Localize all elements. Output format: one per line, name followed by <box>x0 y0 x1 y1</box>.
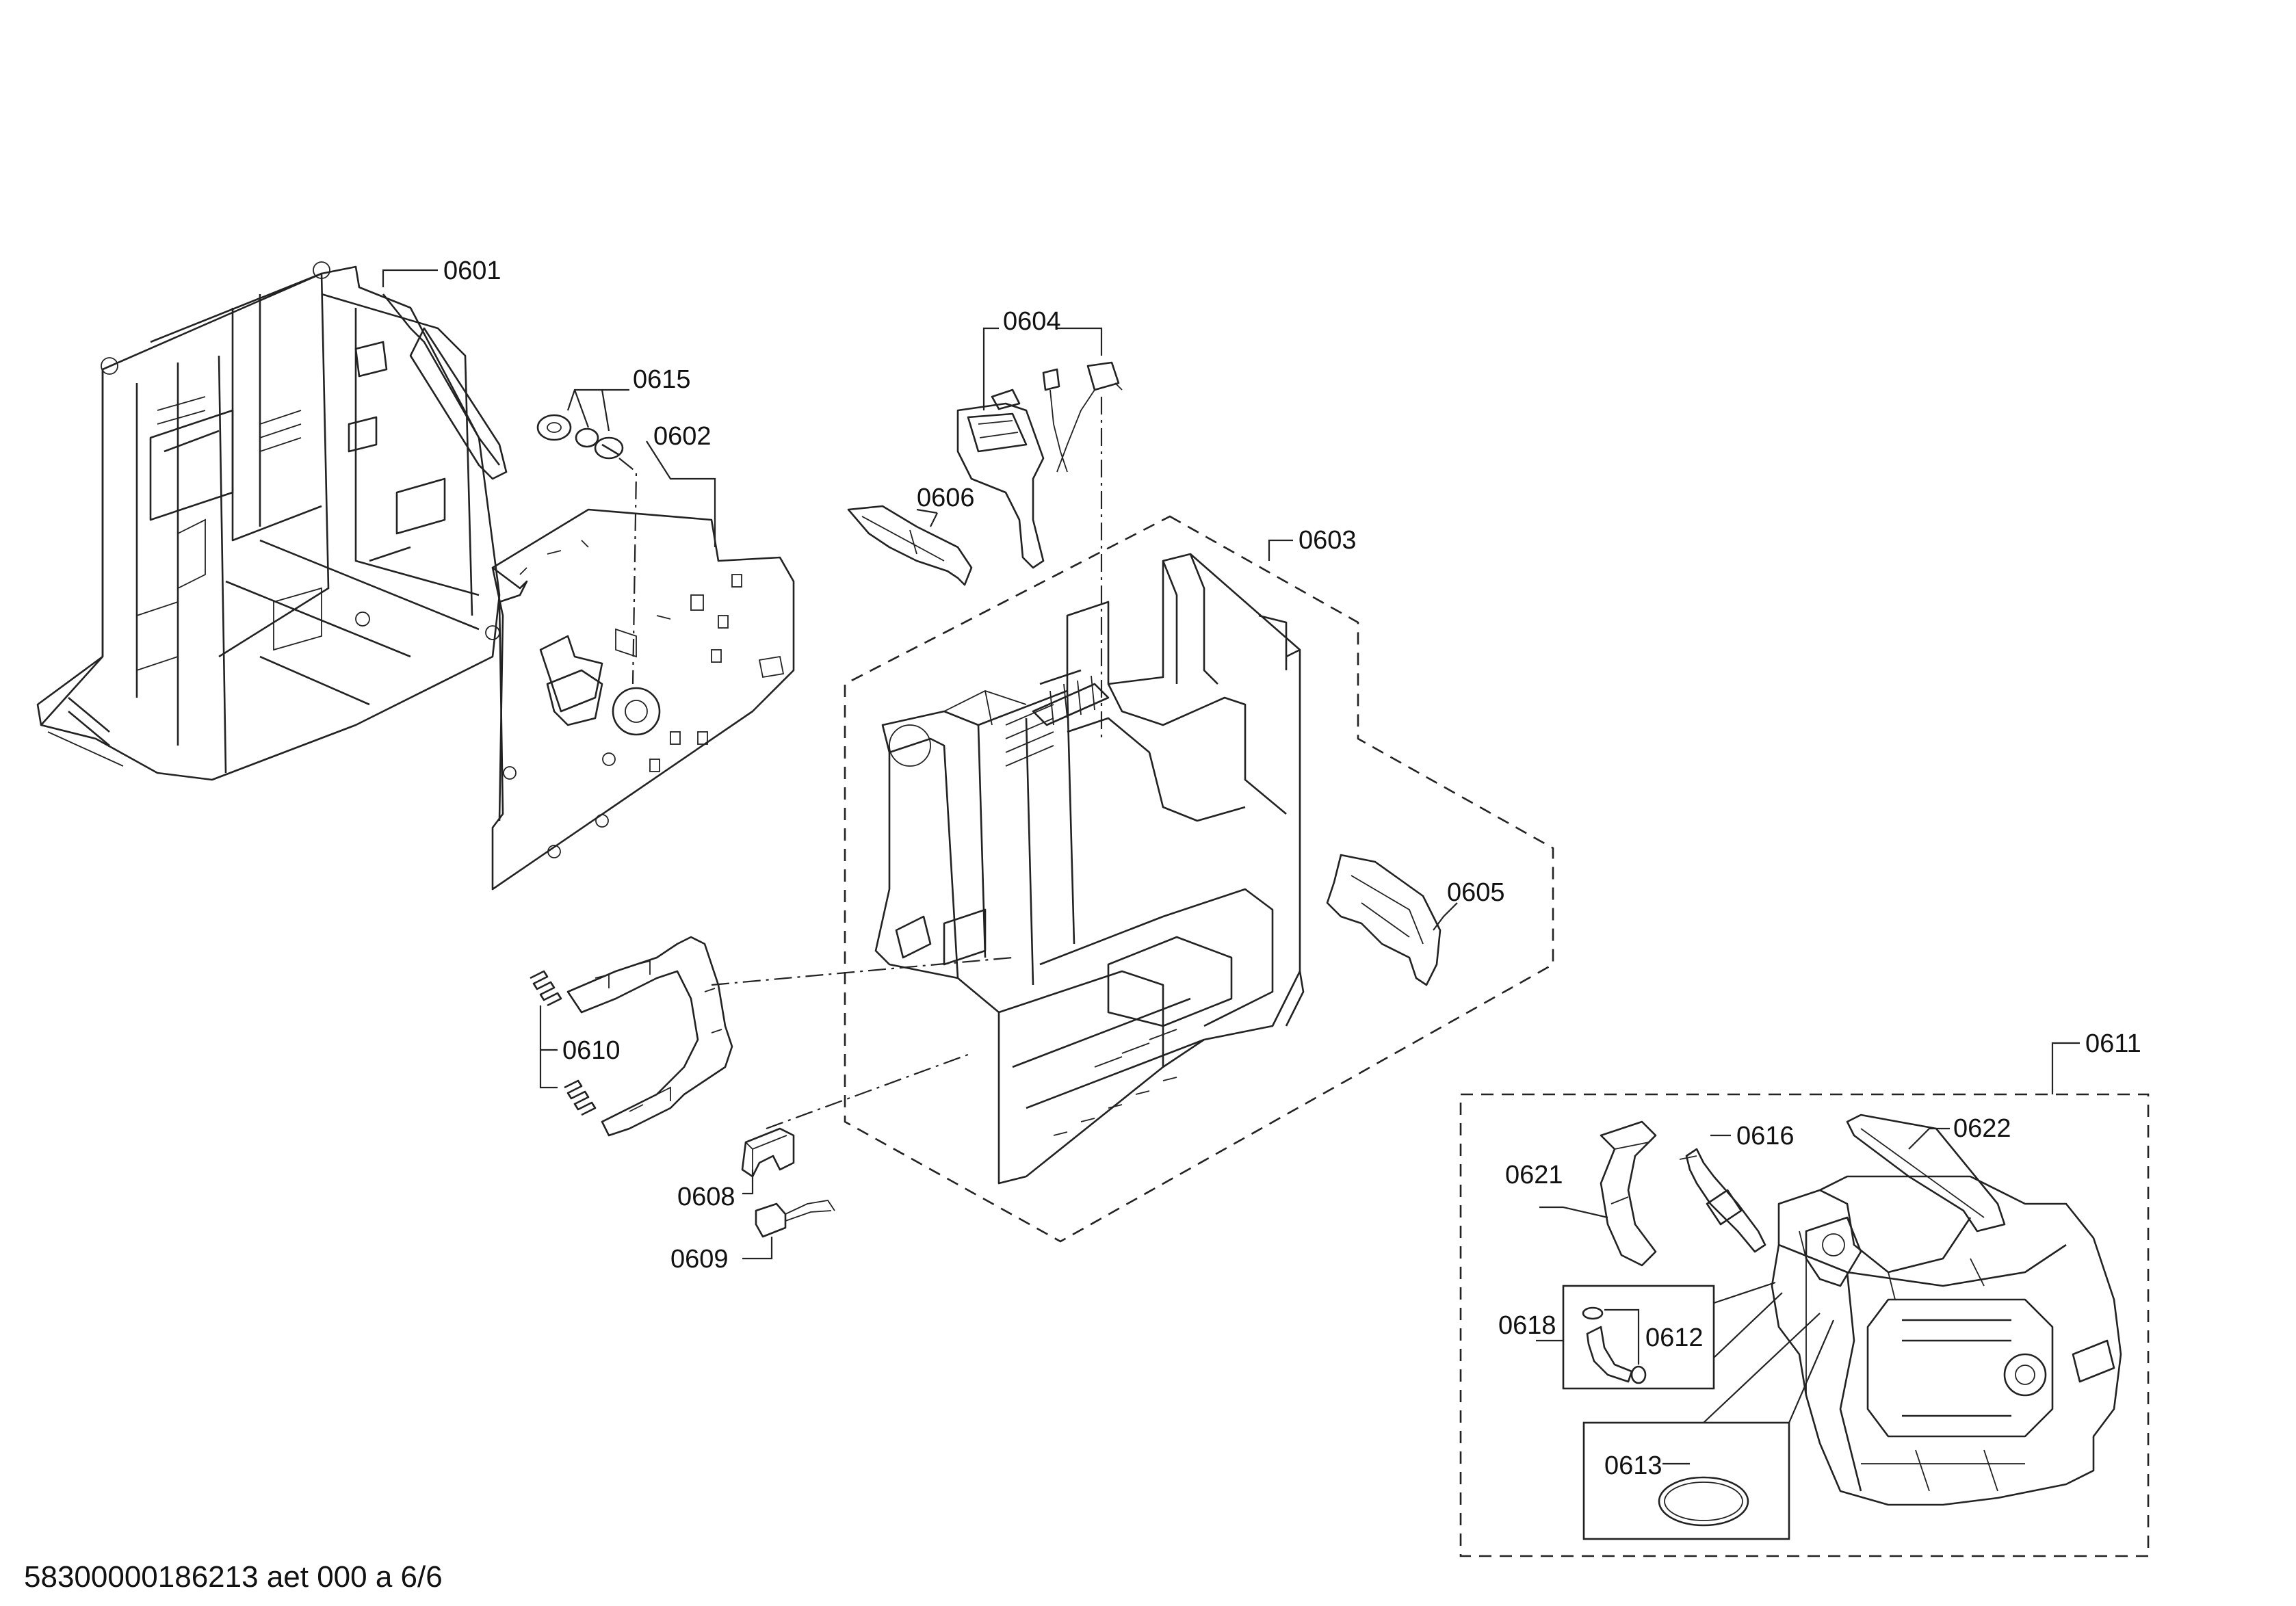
label-0611: 0611 <box>2085 1029 2141 1058</box>
part-0604-switch-assembly <box>956 361 1123 569</box>
leader-0601 <box>382 269 438 287</box>
label-0613: 0613 <box>1604 1451 1662 1480</box>
leader-0612 <box>1604 1308 1640 1365</box>
part-0615-bushing <box>536 414 624 460</box>
label-0604: 0604 <box>1003 307 1061 336</box>
part-0609-micro-switch <box>755 1200 835 1238</box>
label-0608: 0608 <box>677 1183 735 1211</box>
label-0622: 0622 <box>1953 1114 2011 1143</box>
part-0605-side-clip <box>1326 854 1441 986</box>
label-0606: 0606 <box>917 484 975 512</box>
part-0608-switch-holder <box>741 1127 795 1178</box>
leader-0602 <box>646 440 716 547</box>
label-0605: 0605 <box>1447 878 1505 907</box>
part-0610-spring-bracket <box>530 936 733 1137</box>
leader-0610 <box>539 1005 558 1089</box>
label-0615: 0615 <box>633 365 691 394</box>
part-0601-frame-chassis <box>36 261 508 781</box>
label-0602: 0602 <box>653 422 712 451</box>
part-0616-valve <box>1679 1148 1766 1253</box>
label-0618: 0618 <box>1498 1311 1556 1340</box>
part-0602-mounting-plate <box>491 508 795 891</box>
label-0610: 0610 <box>562 1036 621 1065</box>
leader-0604 <box>982 327 1103 410</box>
inset-0613-box <box>1582 1421 1790 1540</box>
axis-0608 <box>766 1052 972 1130</box>
inset-0613-connector <box>1703 1313 1835 1423</box>
leader-0621 <box>1539 1206 1608 1219</box>
document-id: 58300000186213 aet 000 a 6/6 <box>24 1560 443 1594</box>
label-0609: 0609 <box>670 1245 729 1274</box>
part-0606-lever-bracket <box>847 505 973 586</box>
part-0603-main-housing <box>874 553 1305 1185</box>
label-0616: 0616 <box>1736 1122 1795 1150</box>
part-0613-gasket-inner <box>1664 1482 1743 1521</box>
part-0611-brewing-unit <box>1771 1175 2122 1506</box>
part-0622-top-lid <box>1846 1114 2006 1233</box>
label-0612: 0612 <box>1645 1324 1704 1352</box>
leader-0605 <box>1433 902 1458 931</box>
leader-0611 <box>2051 1042 2080 1094</box>
axis-0610 <box>711 956 1013 986</box>
leader-0615 <box>566 389 629 432</box>
leader-0603 <box>1268 539 1293 561</box>
inset-0618-connector <box>1713 1281 1783 1358</box>
part-0613-gasket <box>1658 1476 1749 1527</box>
leader-0608 <box>742 1170 754 1195</box>
axis-0615 <box>618 458 638 685</box>
leader-0609 <box>742 1237 773 1260</box>
part-0621-lever <box>1600 1120 1657 1267</box>
leader-0622 <box>1908 1127 1950 1150</box>
label-0621: 0621 <box>1505 1161 1563 1189</box>
inset-0618-box <box>1562 1285 1715 1390</box>
label-0601: 0601 <box>443 256 501 285</box>
label-0603: 0603 <box>1299 526 1357 555</box>
part-0618-pipe-fitting <box>1582 1306 1647 1384</box>
group-0603-outline <box>844 515 1554 1243</box>
leader-0606 <box>916 508 938 527</box>
